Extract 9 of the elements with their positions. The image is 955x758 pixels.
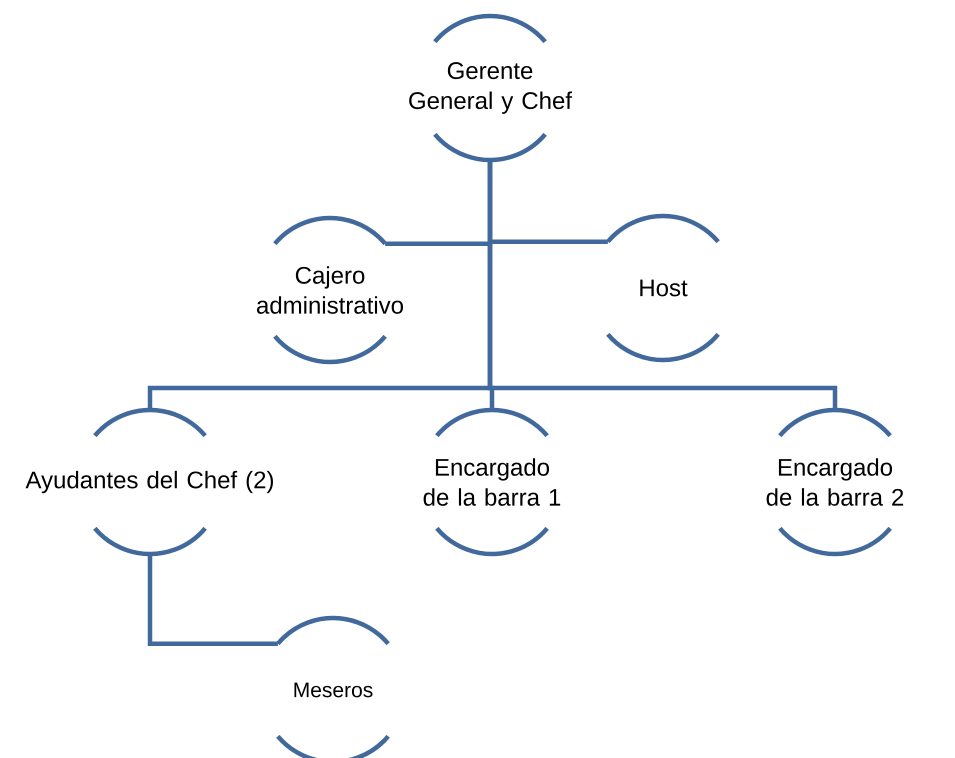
circle-node: Cajero administrativo bbox=[257, 216, 403, 364]
circle-node: Ayudantes del Chef (2) bbox=[26, 408, 273, 556]
circle-node: Host bbox=[606, 214, 720, 362]
connector-line bbox=[488, 160, 838, 410]
circle-node: Gerente General y Chef bbox=[409, 14, 572, 162]
connector-line bbox=[148, 554, 278, 646]
circle-node: Encargado de la barra 2 bbox=[766, 408, 904, 556]
circle-node: Encargado de la barra 1 bbox=[424, 408, 560, 556]
circle-node: Meseros bbox=[276, 616, 390, 758]
